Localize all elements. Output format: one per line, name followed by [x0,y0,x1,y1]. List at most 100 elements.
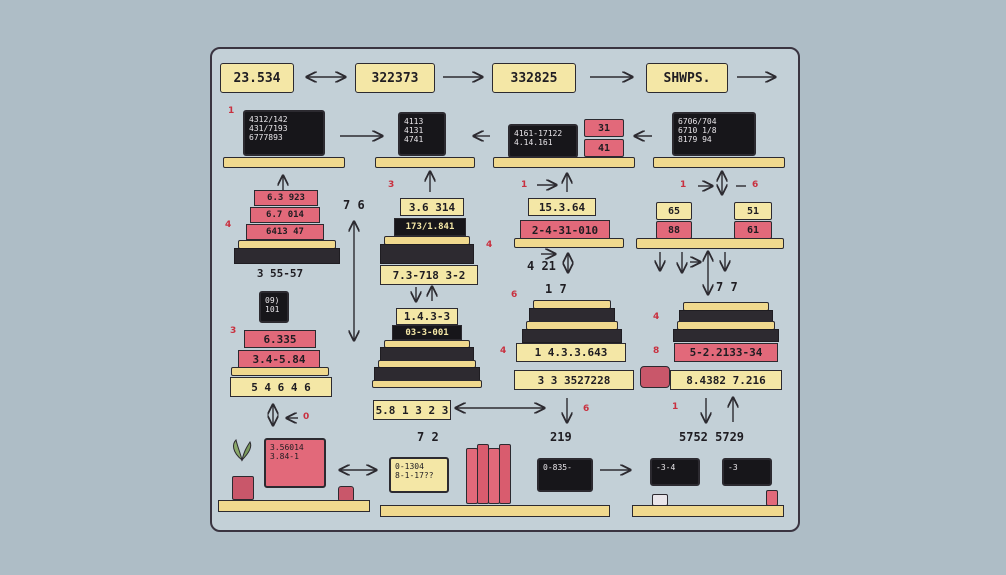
step-shadow [380,347,474,361]
marker-4: 4 [486,240,493,250]
marker-3: 3 [388,180,395,190]
monitor-screen: -3-4 [650,458,700,486]
stack-label: 1.4.3-3 [396,308,458,325]
box: 88 [656,221,692,239]
monitor-screen: 0-835- [537,458,593,492]
top-value-2: 322373 [355,63,435,93]
screen-line: 8-1-17?? [395,471,434,480]
marker-6: 6 [511,290,518,300]
screen-line: 431/7193 [249,124,288,133]
stack-caption: 3 55-57 [234,264,326,282]
marker-4: 4 [500,346,507,356]
plant-icon [228,438,256,472]
binders-icon [466,438,520,504]
shelf [514,238,624,248]
screen-line: 3.56014 [270,443,304,452]
stack-caption: 7.3-718 3-2 [380,265,478,285]
step-label: 15.3.64 [528,198,596,216]
screen-line: 101 [265,305,280,314]
small-box: 31 [584,119,624,137]
shelf [653,157,785,168]
screen-line: 4113 [404,117,424,126]
monitor-screen: -3 [722,458,772,486]
screen-line: 6706/704 [678,117,717,126]
step-shadow [673,329,779,342]
stack-caption: 8.4382 7.216 [670,370,782,390]
step-shadow [380,244,474,264]
monitor-screen: 3.56014 3.84-1 [264,438,326,488]
step-label: 2-4-31-010 [520,220,610,240]
step-shadow [234,248,340,264]
box: 61 [734,221,772,239]
marker-1: 1 [228,106,235,116]
stack-caption: 3 3 3527228 [514,370,634,390]
screen-line: -3-4 [656,463,676,472]
screen-line: 4741 [404,135,424,144]
top-value-3: 332825 [492,63,576,93]
marker-3: 3 [230,326,237,336]
step [231,367,329,376]
stack-caption: 5.8 1 3 2 3 [373,400,451,420]
marker-0: 0 [303,412,310,422]
screen-line: 0-1304 [395,462,424,471]
marker-1: 1 [672,402,679,412]
side-number: 7 6 [343,198,365,212]
screen-line: 4312/142 [249,115,288,124]
screen-line: 3.84-1 [270,452,299,461]
top-value-1: 23.534 [220,63,294,93]
desk [380,505,610,517]
marker-8: 8 [653,346,660,356]
small-box: 41 [584,139,624,157]
shelf [493,157,635,168]
screen-line: 4.14.161 [514,138,553,147]
pot-icon [232,476,254,500]
cup-icon [640,366,670,388]
laptop-screen: 4161-17122 4.14.161 [508,124,578,158]
marker-6: 6 [752,180,759,190]
desk [218,500,370,512]
stack-label: 173/1.841 [394,218,466,236]
stack-label: 5-2.2133-34 [674,343,778,362]
stack-label: 6.7 014 [250,207,320,223]
screen-line: 8179 94 [678,135,712,144]
step-shadow [374,367,480,381]
shelf [375,157,475,168]
step-shadow [529,308,615,322]
step [372,380,482,388]
screen-line: -3 [728,463,738,472]
bottom-number: 219 [550,430,572,444]
desk [632,505,784,517]
laptop-screen: 6706/704 6710 1/8 8179 94 [672,112,756,156]
box: 51 [734,202,772,220]
shelf [636,238,784,249]
monitor-screen: 09) 101 [259,291,289,323]
stack-label: 6.335 [244,330,316,348]
number-label: 1 7 [545,282,567,296]
screen-line: 4131 [404,126,424,135]
marker-6: 6 [583,404,590,414]
stack-label: 3.6 314 [400,198,464,216]
stack-label: 6413 47 [246,224,324,240]
laptop-screen: 4113 4131 4741 [398,112,446,156]
screen-line: 4161-17122 [514,129,563,138]
number-label: 4 21 [527,259,556,273]
marker-4: 4 [653,312,660,322]
marker-1: 1 [521,180,528,190]
bottom-number: 7 2 [417,430,439,444]
stack-caption: 5 4 6 4 6 [230,377,332,397]
step-shadow [522,329,622,343]
eraser-icon [766,490,778,506]
monitor-screen: 0-1304 8-1-17?? [389,457,449,493]
screen-line: 6710 1/8 [678,126,717,135]
stack-label: 6.3 923 [254,190,318,206]
screen-line: 0-835- [543,463,572,472]
shelf [223,157,345,168]
laptop-screen: 4312/142 431/7193 6777893 [243,110,325,156]
top-value-4: SHWPS. [646,63,728,93]
screen-line: 09) [265,296,280,305]
stack-label: 03-3-001 [392,325,462,340]
marker-4: 4 [225,220,232,230]
number-label: 7 7 [716,280,738,294]
stack-label: 1 4.3.3.643 [516,343,626,362]
